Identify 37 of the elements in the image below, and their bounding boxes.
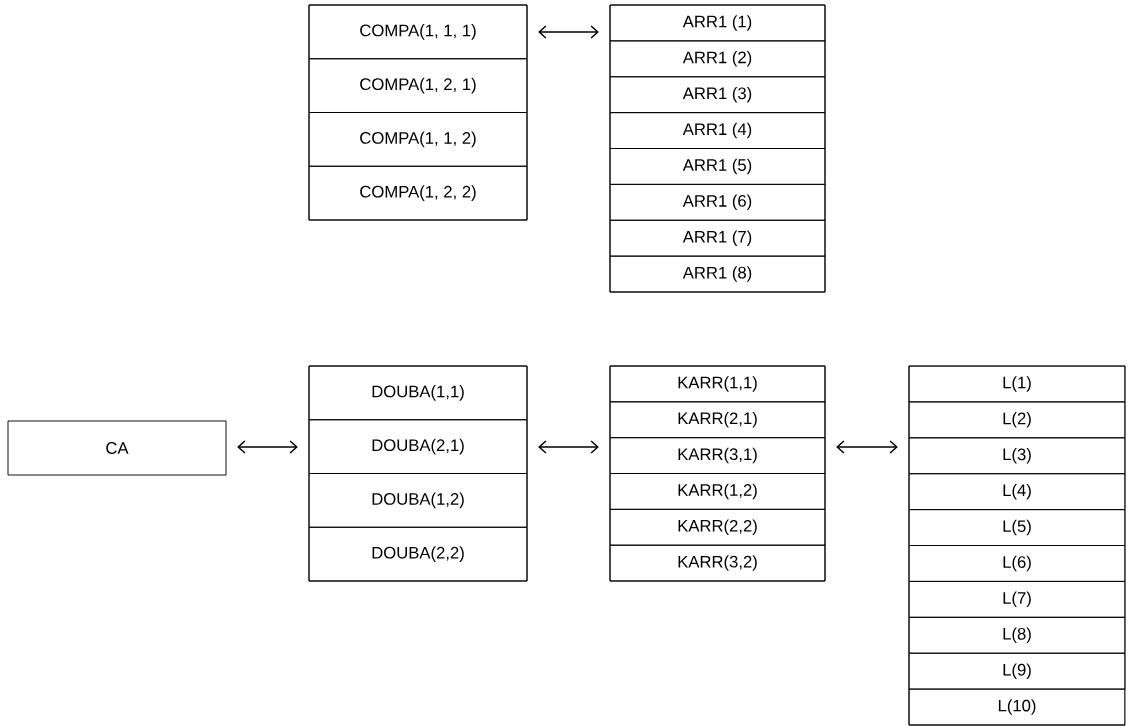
table-cell: KARR(3,2) [609, 544, 826, 582]
table-cell: L(2) [908, 401, 1126, 439]
table-cell: ARR1 (3) [609, 76, 826, 114]
table-cell: L(5) [908, 509, 1126, 546]
table-cell: ARR1 (5) [609, 148, 826, 185]
table-cell: L(1) [908, 365, 1126, 403]
table-cell: COMPA(1, 2, 1) [308, 58, 528, 113]
table-cell: L(6) [908, 545, 1126, 582]
table-cell: KARR(2,2) [609, 508, 826, 546]
table-cell: ARR1 (6) [609, 183, 826, 221]
table-cell: ARR1 (7) [609, 219, 826, 257]
table-cell: KARR(1,2) [609, 473, 826, 510]
table-cell: L(4) [908, 473, 1126, 511]
table-cell: L(8) [908, 616, 1126, 654]
double-arrow [538, 25, 599, 39]
table-cell: ARR1 (8) [609, 255, 826, 293]
table-cell: KARR(3,1) [609, 437, 826, 474]
table-cell: ARR1 (4) [609, 112, 826, 149]
double-arrow [836, 440, 898, 454]
table-cell: COMPA(1, 2, 2) [308, 165, 528, 221]
table-cell: L(9) [908, 652, 1126, 690]
table-cell: DOUBA(2,1) [308, 419, 528, 474]
table-cell: KARR(2,1) [609, 401, 826, 439]
table-cell: COMPA(1, 1, 2) [308, 112, 528, 167]
double-arrow [538, 440, 599, 454]
table-cell: COMPA(1, 1, 1) [308, 4, 528, 60]
double-arrow [237, 440, 298, 454]
table-cell: ARR1 (1) [609, 4, 826, 42]
text-box: CA [7, 420, 227, 476]
table-cell: DOUBA(1,2) [308, 473, 528, 528]
table-cell: L(3) [908, 437, 1126, 475]
table-cell: DOUBA(2,2) [308, 526, 528, 582]
table-cell: KARR(1,1) [609, 365, 826, 403]
table-cell: L(7) [908, 580, 1126, 618]
table-cell: L(10) [908, 688, 1126, 726]
table-cell: ARR1 (2) [609, 40, 826, 78]
table-cell: DOUBA(1,1) [308, 365, 528, 421]
